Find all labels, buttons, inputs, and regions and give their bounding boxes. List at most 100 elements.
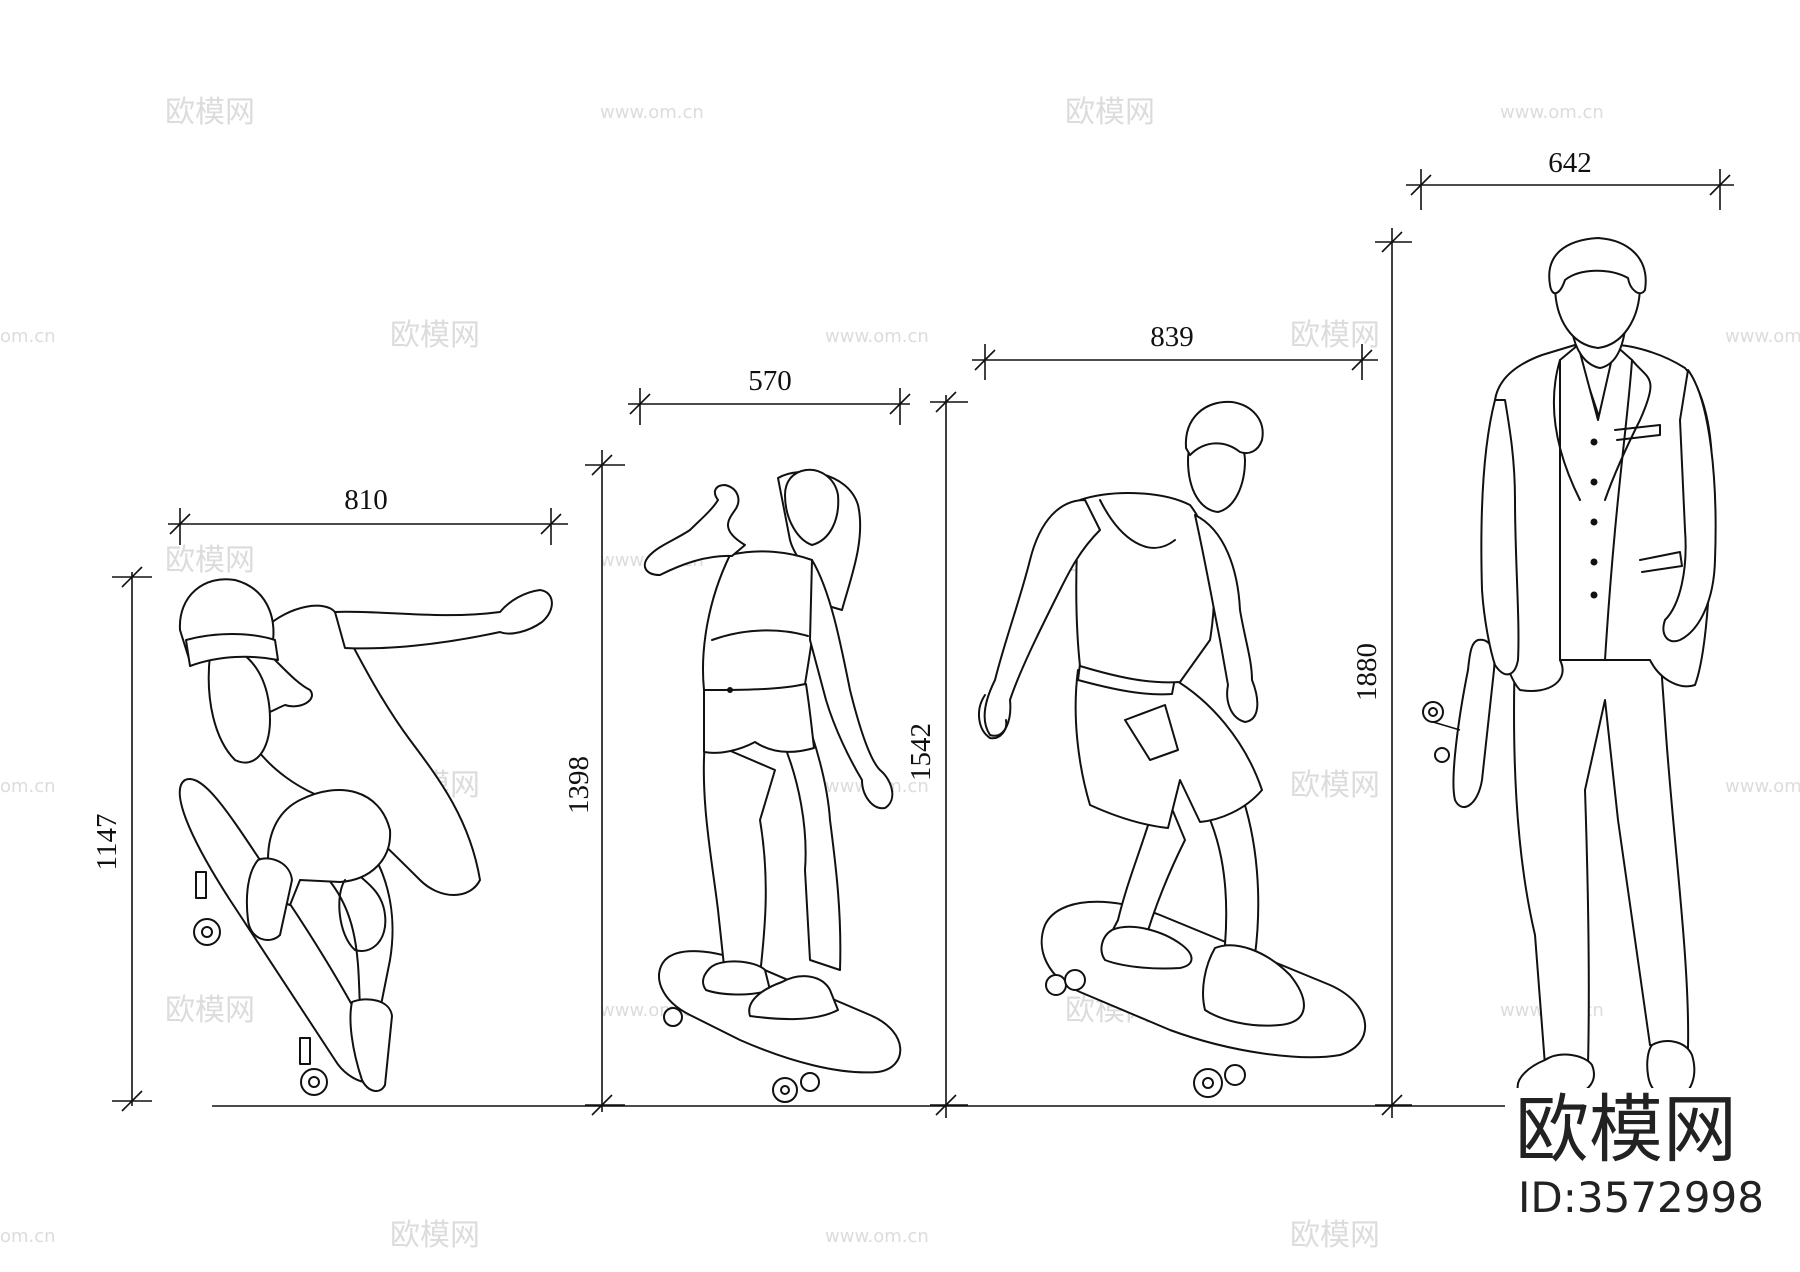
shoe (349, 998, 393, 1092)
watermark-text: 欧模网 (165, 543, 255, 578)
watermark-url: om.cn (0, 326, 56, 347)
figure4-width-label: 642 (1548, 147, 1592, 179)
watermark-url: www.om.cn (1725, 776, 1800, 797)
skateboard-truck (299, 1037, 311, 1065)
tick-mark (591, 454, 613, 476)
skateboard-wheel-hub (1202, 1077, 1214, 1089)
skateboard-wheel (1064, 969, 1086, 991)
skateboard-truck (1432, 721, 1461, 731)
head (784, 468, 840, 546)
beanie-band (185, 633, 279, 667)
arm (809, 559, 894, 810)
shoe (702, 960, 771, 996)
skateboard-wheel-hub (201, 926, 213, 938)
leg (779, 734, 842, 971)
skateboard-wheel (800, 1072, 820, 1092)
tick-mark (935, 1094, 957, 1116)
watermark-text: 欧模网 (1290, 1218, 1380, 1253)
tick-mark (1410, 174, 1432, 196)
skateboard-truck (195, 871, 207, 899)
jacket-button (1590, 518, 1598, 526)
tick-mark (169, 513, 191, 535)
breast-pocket (1614, 424, 1661, 441)
watermark-text: 欧模网 (1065, 95, 1155, 130)
shoe (1202, 944, 1305, 1027)
skateboard-deck (1452, 638, 1496, 808)
skateboard-wheel (1045, 974, 1067, 996)
jacket-button (1590, 478, 1598, 486)
skateboard-wheel (663, 1007, 683, 1027)
torso (1075, 492, 1215, 684)
head (207, 651, 271, 764)
tick-mark (935, 391, 957, 413)
watermark-url: www.om.cn (825, 326, 929, 347)
watermark-url: www.om.cn (1500, 102, 1604, 123)
watermark-text: 欧模网 (165, 95, 255, 130)
shorts-pocket (1124, 704, 1179, 761)
watermark-url: www.om.cn (825, 1226, 929, 1247)
figure2-width-label: 570 (748, 365, 792, 397)
watermark-url: www.om.cn (1725, 326, 1800, 347)
jacket-button (1590, 591, 1598, 599)
torso (702, 550, 817, 691)
side-pocket (1639, 551, 1683, 573)
shoe (748, 975, 839, 1021)
skateboard-wheel (1224, 1064, 1246, 1086)
tick-mark (121, 1090, 143, 1112)
figure4-height-label: 1880 (1351, 643, 1383, 701)
figure2-height-label: 1398 (563, 756, 595, 814)
brand-badge: 欧模网 ID:3572998 (1505, 1087, 1765, 1240)
figure1-dimensions: 1147 810 (91, 484, 568, 1112)
figure1-skater (178, 578, 553, 1096)
brand-logo-text: 欧模网 (1515, 1087, 1737, 1173)
arm (643, 484, 746, 576)
jacket-button (1590, 558, 1598, 566)
figure2-dimensions: 1398 570 (563, 365, 911, 1116)
figure1-width-label: 810 (344, 484, 388, 516)
hair (1548, 237, 1647, 295)
arm (1194, 514, 1259, 723)
navel (727, 687, 733, 693)
brand-id: ID:3572998 (1518, 1173, 1764, 1222)
tick-mark (1351, 349, 1373, 371)
arm (1662, 369, 1717, 643)
skateboard-wheel-hub (308, 1076, 320, 1088)
tick-mark (1381, 1094, 1403, 1116)
shorts (703, 683, 815, 754)
brand-backdrop (1505, 1088, 1765, 1240)
arm (1480, 399, 1520, 676)
tick-mark (540, 513, 562, 535)
shirt-neckline (1099, 499, 1176, 549)
trousers (1513, 649, 1690, 1066)
figure4-dimensions: 1880 642 (1351, 147, 1734, 1118)
watermark-text: 欧模网 (1290, 768, 1380, 803)
skateboard-wheel-hub (1428, 707, 1438, 717)
tick-mark (974, 349, 996, 371)
shoe (1100, 925, 1193, 970)
watermark-url: www.om.cn (600, 102, 704, 123)
watermark-text: 欧模网 (390, 318, 480, 353)
watermark-url: om.cn (0, 776, 56, 797)
hand (338, 877, 387, 952)
lapel (1552, 359, 1581, 501)
watermark-layer: 欧模网 www.om.cn 欧模网 www.om.cn om.cn 欧模网 ww… (0, 95, 1800, 1253)
figure1-height-label: 1147 (91, 814, 123, 871)
figure3-height-label: 1542 (905, 723, 937, 781)
tick-mark (591, 1094, 613, 1116)
shoe (245, 857, 293, 941)
lapel (1604, 359, 1652, 501)
tick-mark (1709, 174, 1731, 196)
arm (983, 499, 1101, 737)
figure4-man (1422, 237, 1717, 1100)
arm (334, 589, 553, 650)
figure3-skater (978, 400, 1366, 1098)
skateboard-wheel (1434, 747, 1450, 763)
top-hem (711, 629, 809, 641)
figure3-width-label: 839 (1150, 321, 1194, 353)
figure2-skater (643, 468, 902, 1103)
tick-mark (889, 393, 911, 415)
watermark-text: 欧模网 (390, 1218, 480, 1253)
tick-mark (121, 566, 143, 588)
skateboard-wheel-hub (780, 1085, 790, 1095)
